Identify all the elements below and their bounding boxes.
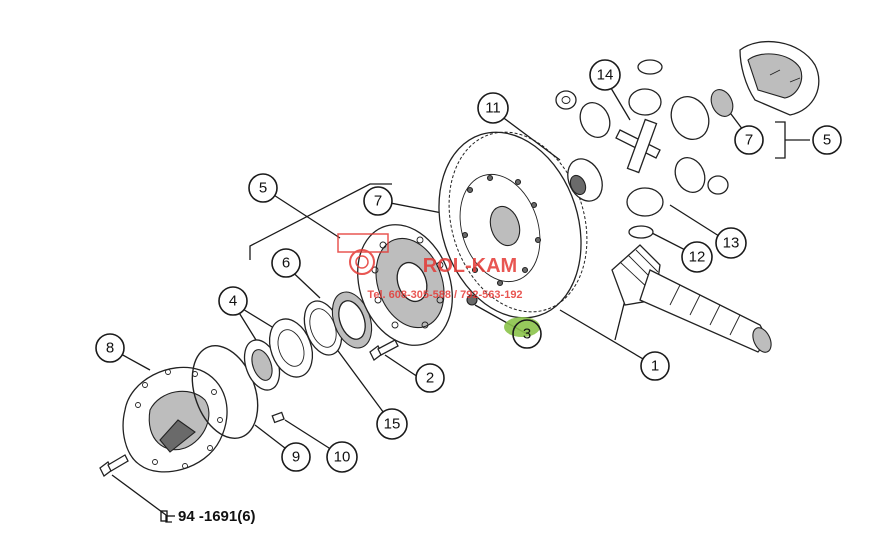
callout-12: 12: [681, 241, 713, 273]
pinion-shaft: [611, 244, 772, 353]
callout-7-right-label: 7: [745, 132, 753, 149]
callout-5-left: 5: [248, 173, 278, 203]
callout-13: 13: [715, 227, 747, 259]
differential-case-right: [739, 40, 820, 116]
callout-5-left-label: 5: [259, 180, 267, 197]
side-gears: [579, 88, 734, 217]
callout-4-label: 4: [229, 293, 237, 310]
watermark-brand: ROL-KAM: [423, 255, 517, 277]
bearing: [243, 318, 314, 391]
spacer-rings: [303, 291, 373, 356]
callout-15-label: 15: [384, 416, 401, 433]
callout-11: 11: [477, 92, 509, 124]
callout-1: 1: [640, 351, 670, 381]
bolt-reference-label: 94 -1691(6): [178, 508, 256, 525]
callout-8-label: 8: [106, 340, 114, 357]
thrust-washers: [555, 59, 729, 239]
small-pinion-gear: [567, 158, 603, 202]
pin: [271, 411, 285, 424]
watermark-phone: Tel. 608-305-588 / 792-563-192: [367, 289, 522, 301]
callout-5-right-label: 5: [823, 132, 831, 149]
differential-case-half: [357, 224, 453, 346]
callout-14: 14: [589, 59, 621, 91]
callout-7-left: 7: [363, 186, 393, 216]
nut: [466, 294, 478, 306]
callout-10-label: 10: [334, 449, 351, 466]
callout-3-label: 3: [523, 326, 531, 343]
callout-2-label: 2: [426, 370, 434, 387]
watermark-logo-icon: [337, 233, 389, 275]
callout-9: 9: [281, 442, 311, 472]
callout-12-label: 12: [689, 249, 706, 266]
callout-14-label: 14: [597, 67, 614, 84]
watermark: ROL-KAM Tel. 608-305-588 / 792-563-192: [337, 233, 523, 301]
callout-2: 2: [415, 363, 445, 393]
flange-cover: [122, 366, 228, 473]
callout-15: 15: [376, 408, 408, 440]
callout-7-right: 7: [734, 125, 764, 155]
callout-13-label: 13: [723, 235, 740, 252]
case-bolt: [369, 339, 399, 361]
callout-10: 10: [326, 441, 358, 473]
callout-11-label: 11: [485, 100, 501, 117]
callout-3: 3: [512, 319, 542, 349]
callout-5-right: 5: [812, 125, 842, 155]
callout-8: 8: [95, 333, 125, 363]
callout-4: 4: [218, 286, 248, 316]
callout-1-label: 1: [651, 358, 659, 375]
bolt: [99, 454, 129, 477]
bolt-reference: 94 -1691(6): [160, 508, 256, 525]
bolt-ref-icon: [160, 510, 175, 522]
spider-cross: [615, 118, 661, 174]
callout-9-label: 9: [292, 449, 300, 466]
callout-7-left-label: 7: [374, 193, 382, 210]
callout-6-label: 6: [282, 255, 290, 272]
callout-6: 6: [271, 248, 301, 278]
